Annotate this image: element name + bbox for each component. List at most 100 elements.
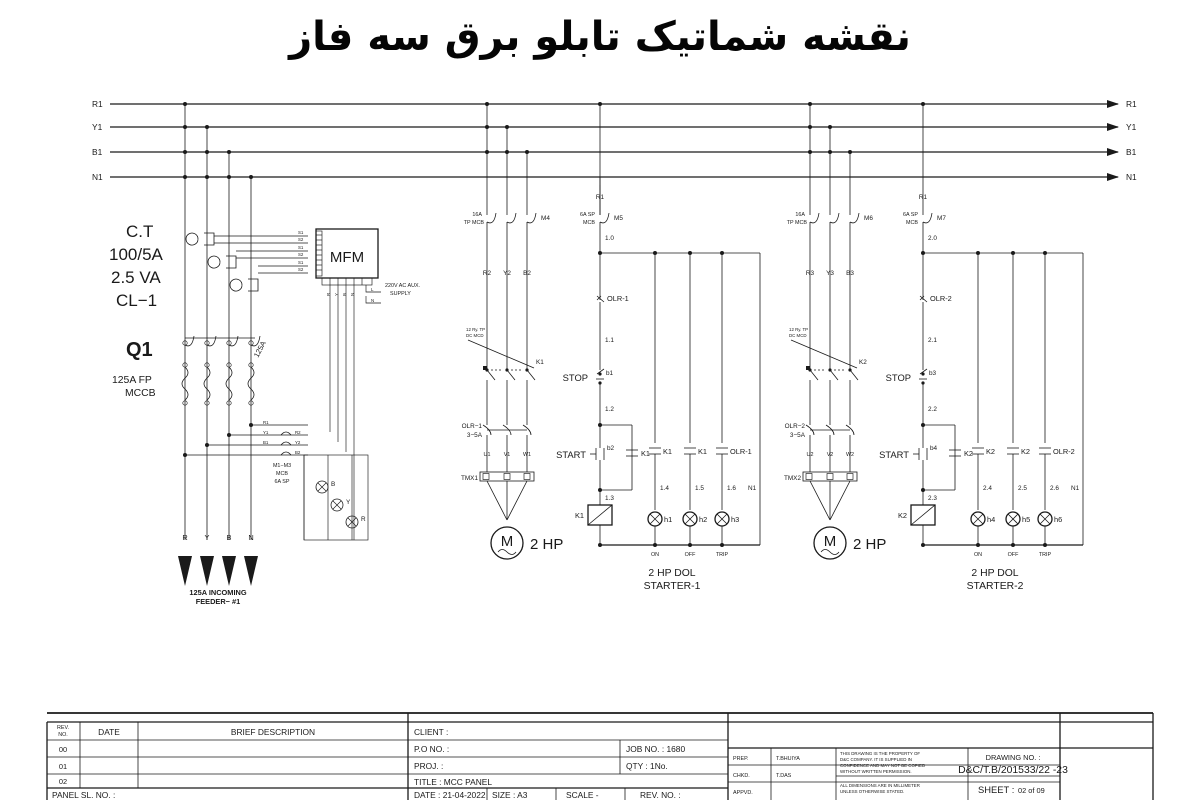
- lamp-glass[interactable]: [330, 498, 344, 512]
- mfm-meter[interactable]: MFM R Y B N L N 220V AC AUX. SUPPLY: [315, 228, 420, 304]
- mcb-blade[interactable]: [849, 212, 860, 224]
- s1-lamp-branch-2[interactable]: K1 1.5 h2 OFF: [682, 251, 707, 558]
- lamp-glass[interactable]: [315, 480, 329, 494]
- s1-overload-relay[interactable]: OLR−1 3−5A: [462, 423, 532, 439]
- junction-dot: [227, 433, 231, 437]
- s2-lamp-branch-1[interactable]: K2 2.4 h4 ON: [970, 251, 995, 558]
- s2-contact-blade-r[interactable]: [809, 369, 819, 381]
- feeder-arrow-r: [178, 556, 192, 586]
- s2-overload-relay[interactable]: OLR−2 3−5A: [785, 423, 855, 439]
- s2-sealin-contact[interactable]: K2: [949, 449, 973, 458]
- s2-lamp-branch-3[interactable]: OLR-2 2.6 h6 TRIP: [1037, 251, 1075, 558]
- ct-core: [185, 232, 199, 246]
- s1-contact-blade-b[interactable]: [526, 369, 536, 381]
- s2-contact-blade-b[interactable]: [849, 369, 859, 381]
- mcb-contact-1[interactable]: [280, 431, 292, 436]
- s1-olr-nc-contact[interactable]: OLR-1: [596, 294, 629, 303]
- mcb-term-right-y2: Y2: [295, 440, 301, 445]
- olr-nc-blade[interactable]: [919, 295, 928, 303]
- s1-sealin-contact[interactable]: K1: [626, 449, 650, 458]
- ctrl-mcb-blade[interactable]: [922, 212, 933, 224]
- junction-dot: [1011, 543, 1015, 547]
- s1-ctrl-source-label: R1: [596, 194, 605, 201]
- stop-blade[interactable]: [596, 368, 605, 375]
- s2-contactor-main[interactable]: K2: [806, 359, 867, 381]
- aux-term-n: N: [371, 298, 374, 303]
- indicator-lamp-r[interactable]: R: [345, 515, 366, 529]
- mcb-contact-2[interactable]: [280, 441, 292, 446]
- junction-dot: [183, 102, 187, 106]
- s2-tmx-cell: [846, 473, 854, 480]
- indicator-lamp-b[interactable]: B: [315, 480, 335, 494]
- s2-motor-term-w2: W2: [846, 452, 854, 458]
- s1-lamp-branch-1[interactable]: K1 1.4 h1 ON: [647, 251, 672, 558]
- s1-contactor-note-l1: 12 Ry. TP: [466, 327, 485, 332]
- mcb-contact-3[interactable]: [280, 451, 292, 456]
- stop-blade[interactable]: [919, 368, 928, 375]
- phase-indicator-lamps[interactable]: B Y R: [303, 454, 369, 541]
- mfm-aux-supply-line2: SUPPLY: [390, 291, 411, 297]
- s1-lamp-branch-3[interactable]: OLR-1 1.6 h3 TRIP: [714, 251, 752, 558]
- s1-lamp2-contact-tag: K1: [698, 447, 707, 456]
- s1-lamp1-tag: h1: [664, 515, 672, 524]
- control-mcb-m1-m3[interactable]: R1 Y1 B1 R2 Y2 B2 M1−M3 MCB 6A SP: [183, 420, 308, 485]
- s2-motor-symbol: M: [824, 533, 837, 550]
- s1-terminal-block[interactable]: TMX1: [461, 471, 535, 482]
- crossing-dot: [183, 125, 187, 129]
- s2-start-button[interactable]: START b4: [879, 425, 938, 490]
- s2-phase-label-y3: Y3: [826, 270, 834, 277]
- s1-motor-rating: 2 HP: [530, 536, 563, 553]
- s1-contactor-coil[interactable]: K1: [575, 490, 613, 545]
- mcb-blade[interactable]: [829, 212, 840, 224]
- mccb-pole-b[interactable]: [225, 335, 239, 406]
- mcb-blade[interactable]: [486, 212, 497, 224]
- s2-contact-blade-y[interactable]: [829, 369, 839, 381]
- mccb-q1[interactable]: Q1 125A FP MCCB: [112, 335, 268, 406]
- s2-olr-label-line1: OLR−2: [785, 423, 806, 430]
- mccb-pole-y[interactable]: [203, 335, 217, 406]
- s1-start-tag: b2: [607, 445, 615, 452]
- mccb-pole-n[interactable]: [247, 335, 261, 406]
- s2-lamp1-tag: h4: [987, 515, 995, 524]
- s1-power-mcb[interactable]: 16A TP MCB M4: [464, 212, 551, 226]
- pole-terminal-bot: [248, 400, 254, 406]
- s1-motor-symbol: M: [501, 533, 514, 550]
- s2-lamp3-rung: 2.6: [1050, 485, 1059, 492]
- indicator-lamp-y[interactable]: Y: [330, 498, 351, 512]
- s2-olr-nc-contact[interactable]: OLR-2: [919, 294, 952, 303]
- s2-stop-button[interactable]: STOP b3: [886, 368, 937, 385]
- mfm-body[interactable]: [315, 228, 379, 279]
- s1-start-button[interactable]: START b2: [556, 425, 615, 490]
- lamp-glass[interactable]: [345, 515, 359, 529]
- s1-contact-blade-r[interactable]: [486, 369, 496, 381]
- s1-power-mcb-line2: TP MCB: [464, 220, 485, 226]
- s1-motor-lead-u: [486, 480, 508, 521]
- olr-nc-blade[interactable]: [596, 295, 605, 303]
- s2-terminal-block[interactable]: TMX2: [784, 471, 858, 482]
- s1-stop-button[interactable]: STOP b1: [563, 368, 614, 385]
- mccb-pole-r[interactable]: [181, 335, 195, 406]
- s1-contactor-note-l2: DC MCD: [466, 333, 484, 338]
- s2-lamp-branch-2[interactable]: K2 2.5 h5 OFF: [1005, 251, 1030, 558]
- mcb-blade[interactable]: [506, 212, 517, 224]
- s2-power-mcb[interactable]: 16A TP MCB M6: [787, 212, 874, 226]
- junction-dot: [653, 543, 657, 547]
- title-block: REV. NO. DATE BRIEF DESCRIPTION 00 01 02…: [46, 712, 1154, 800]
- s1-ctrl-mcb-tag: M5: [614, 215, 623, 222]
- s1-lamp3-rung: 1.6: [727, 485, 736, 492]
- crossing-dot: [183, 175, 187, 179]
- tb-proj: PROJ. :: [414, 761, 443, 771]
- s1-contactor-main[interactable]: K1: [483, 359, 544, 381]
- s2-contactor-coil[interactable]: K2: [898, 490, 936, 545]
- s1-lamp2-cross: [684, 513, 696, 525]
- ctrl-mcb-blade[interactable]: [599, 212, 610, 224]
- junction-dot: [720, 251, 724, 255]
- s1-tmx-cell: [503, 473, 511, 480]
- s1-control-mcb[interactable]: 6A SP MCB M5: [580, 212, 623, 226]
- mcb-blade[interactable]: [526, 212, 537, 224]
- s1-contact-blade-y[interactable]: [506, 369, 516, 381]
- tb-date-value: DATE : 21-04-2022: [414, 790, 486, 800]
- mcb-blade[interactable]: [809, 212, 820, 224]
- s2-control-mcb[interactable]: 6A SP MCB M7: [903, 212, 946, 226]
